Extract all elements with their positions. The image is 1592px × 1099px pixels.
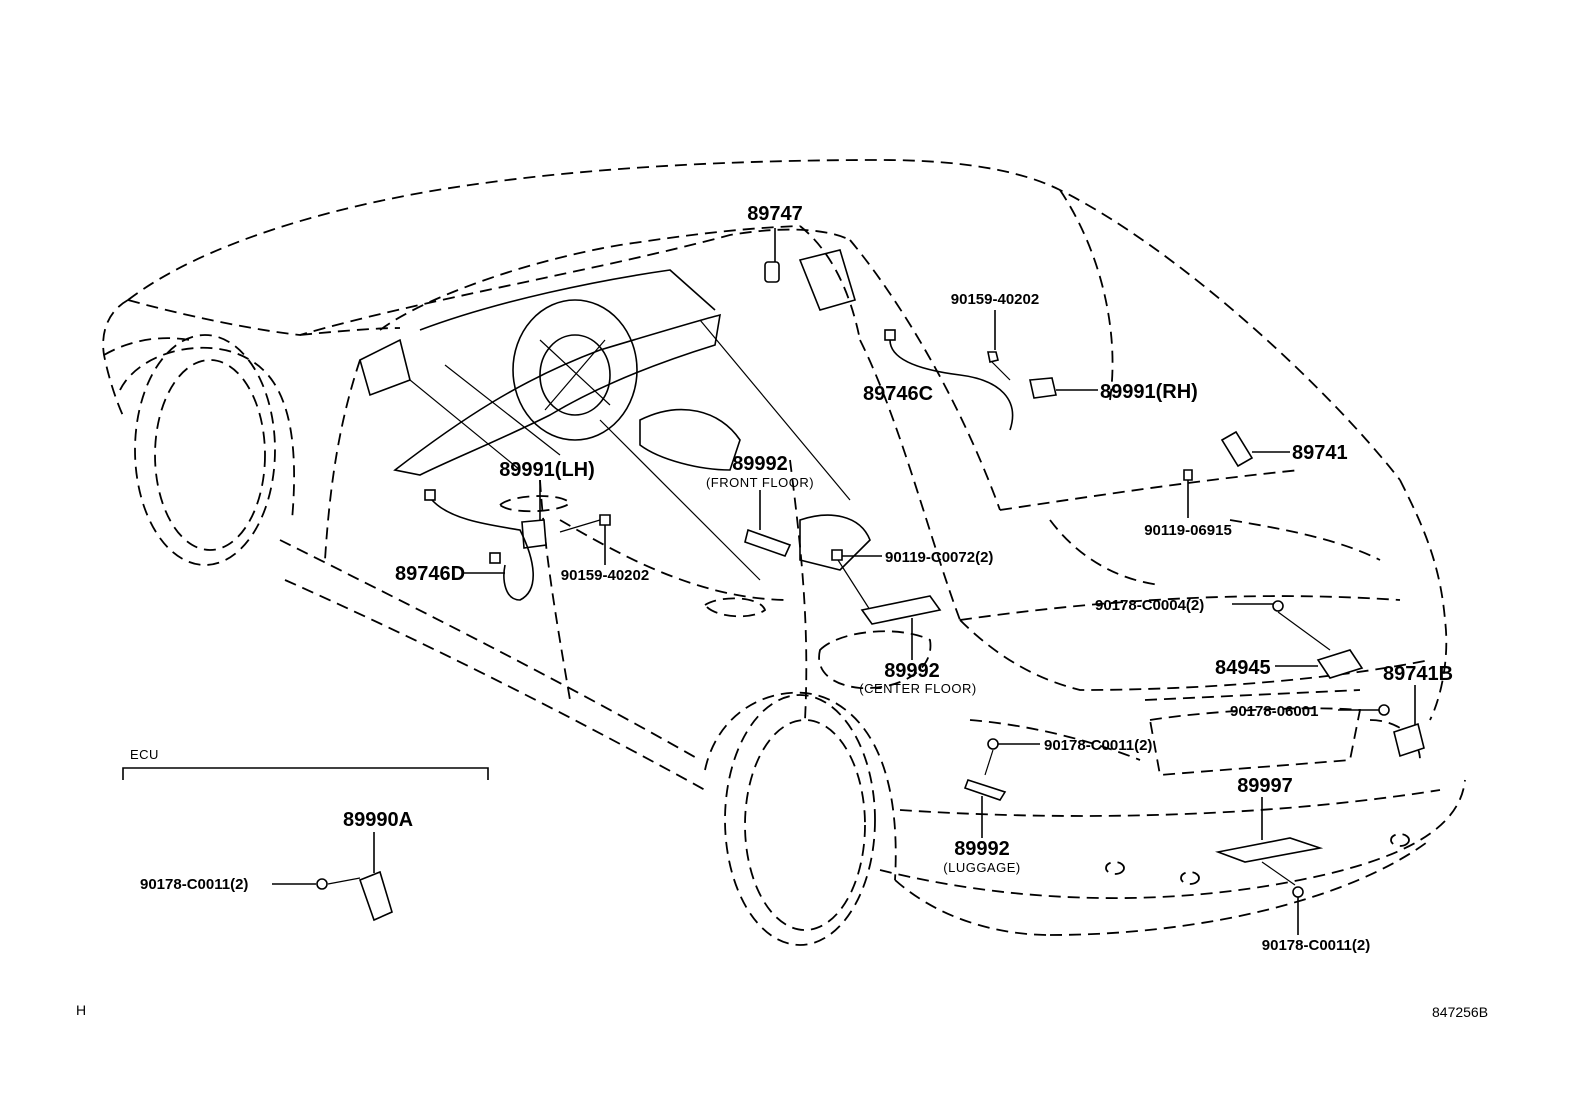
part-89741[interactable]: 89741 (1220, 430, 1348, 468)
part-number-label: 89746D (395, 563, 465, 585)
part-number-label: 89746C (863, 383, 933, 405)
part-number-label: 90119-06915 (1144, 522, 1232, 539)
part-location-label: (CENTER FLOOR) (859, 681, 977, 696)
part-89747[interactable]: 89747 (747, 203, 803, 283)
part-location-label: (LUGGAGE) (943, 860, 1020, 875)
part-89992-center-floor[interactable]: 89992 (CENTER FLOOR) (859, 595, 977, 696)
part-location-label: (FRONT FLOOR) (706, 475, 814, 490)
ecu-group-label: ECU (130, 747, 159, 762)
part-number-label: 89741 (1292, 442, 1348, 464)
interior-outline (359, 249, 871, 581)
part-number-label: 89747 (747, 203, 803, 225)
part-number-label: 89992 (954, 838, 1010, 860)
part-89997[interactable]: 89997 (1215, 775, 1324, 886)
part-90178-06001[interactable]: 90178-06001 (1230, 703, 1390, 720)
part-number-label: 90178-C0011(2) (140, 876, 248, 893)
part-number-label: 90159-40202 (561, 567, 649, 584)
part-number-label: 89991(RH) (1100, 381, 1198, 403)
part-90119-06915[interactable]: 90119-06915 (1144, 469, 1232, 539)
part-89991-lh[interactable]: 89991(LH) (499, 459, 595, 549)
part-90178-C0011-luggage[interactable]: 90178-C0011(2) (984, 737, 1152, 776)
part-89991-rh[interactable]: 89991(RH) (1029, 377, 1198, 403)
part-89746C[interactable]: 89746C (863, 329, 1014, 431)
ecu-group: ECU (122, 747, 489, 780)
part-number-label: 89741B (1383, 663, 1453, 685)
part-number-label: 84945 (1215, 657, 1271, 679)
part-number-label: 89992 (884, 660, 940, 682)
part-89992-front-floor[interactable]: 89992 (FRONT FLOOR) (706, 453, 814, 557)
corner-mark: H (76, 1002, 86, 1018)
part-number-label: 89997 (1237, 775, 1293, 797)
part-number-label: 89991(LH) (499, 459, 595, 481)
part-90178-C0011-bottom[interactable]: 90178-C0011(2) (1262, 886, 1370, 954)
part-89992-luggage[interactable]: 89992 (LUGGAGE) (943, 779, 1020, 875)
part-90159-40202-mid[interactable]: 90159-40202 (559, 514, 649, 584)
part-number-label: 89992 (732, 453, 788, 475)
part-84945[interactable]: 84945 (1215, 649, 1364, 679)
part-90178-C0004[interactable]: 90178-C0004(2) (1095, 597, 1331, 651)
part-number-label: 89990A (343, 809, 413, 831)
part-90159-40202-top[interactable]: 90159-40202 (951, 291, 1039, 381)
part-90119-C0072[interactable]: 90119-C0072(2) (831, 549, 993, 611)
car-body-outline (102, 159, 1466, 946)
part-90178-C0011-ecu[interactable]: 90178-C0011(2) (140, 876, 361, 893)
part-89990A[interactable]: 89990A (343, 809, 413, 922)
part-89746D[interactable]: 89746D (395, 489, 534, 601)
diagram-code: 847256B (1432, 1004, 1488, 1020)
part-89741B[interactable]: 89741B (1383, 663, 1453, 758)
part-number-label: 90159-40202 (951, 291, 1039, 308)
part-number-label: 90178-C0004(2) (1095, 597, 1204, 614)
part-number-label: 90119-C0072(2) (885, 549, 993, 566)
part-number-label: 90178-C0011(2) (1262, 937, 1370, 954)
part-number-label: 90178-06001 (1230, 703, 1318, 720)
part-number-label: 90178-C0011(2) (1044, 737, 1152, 754)
